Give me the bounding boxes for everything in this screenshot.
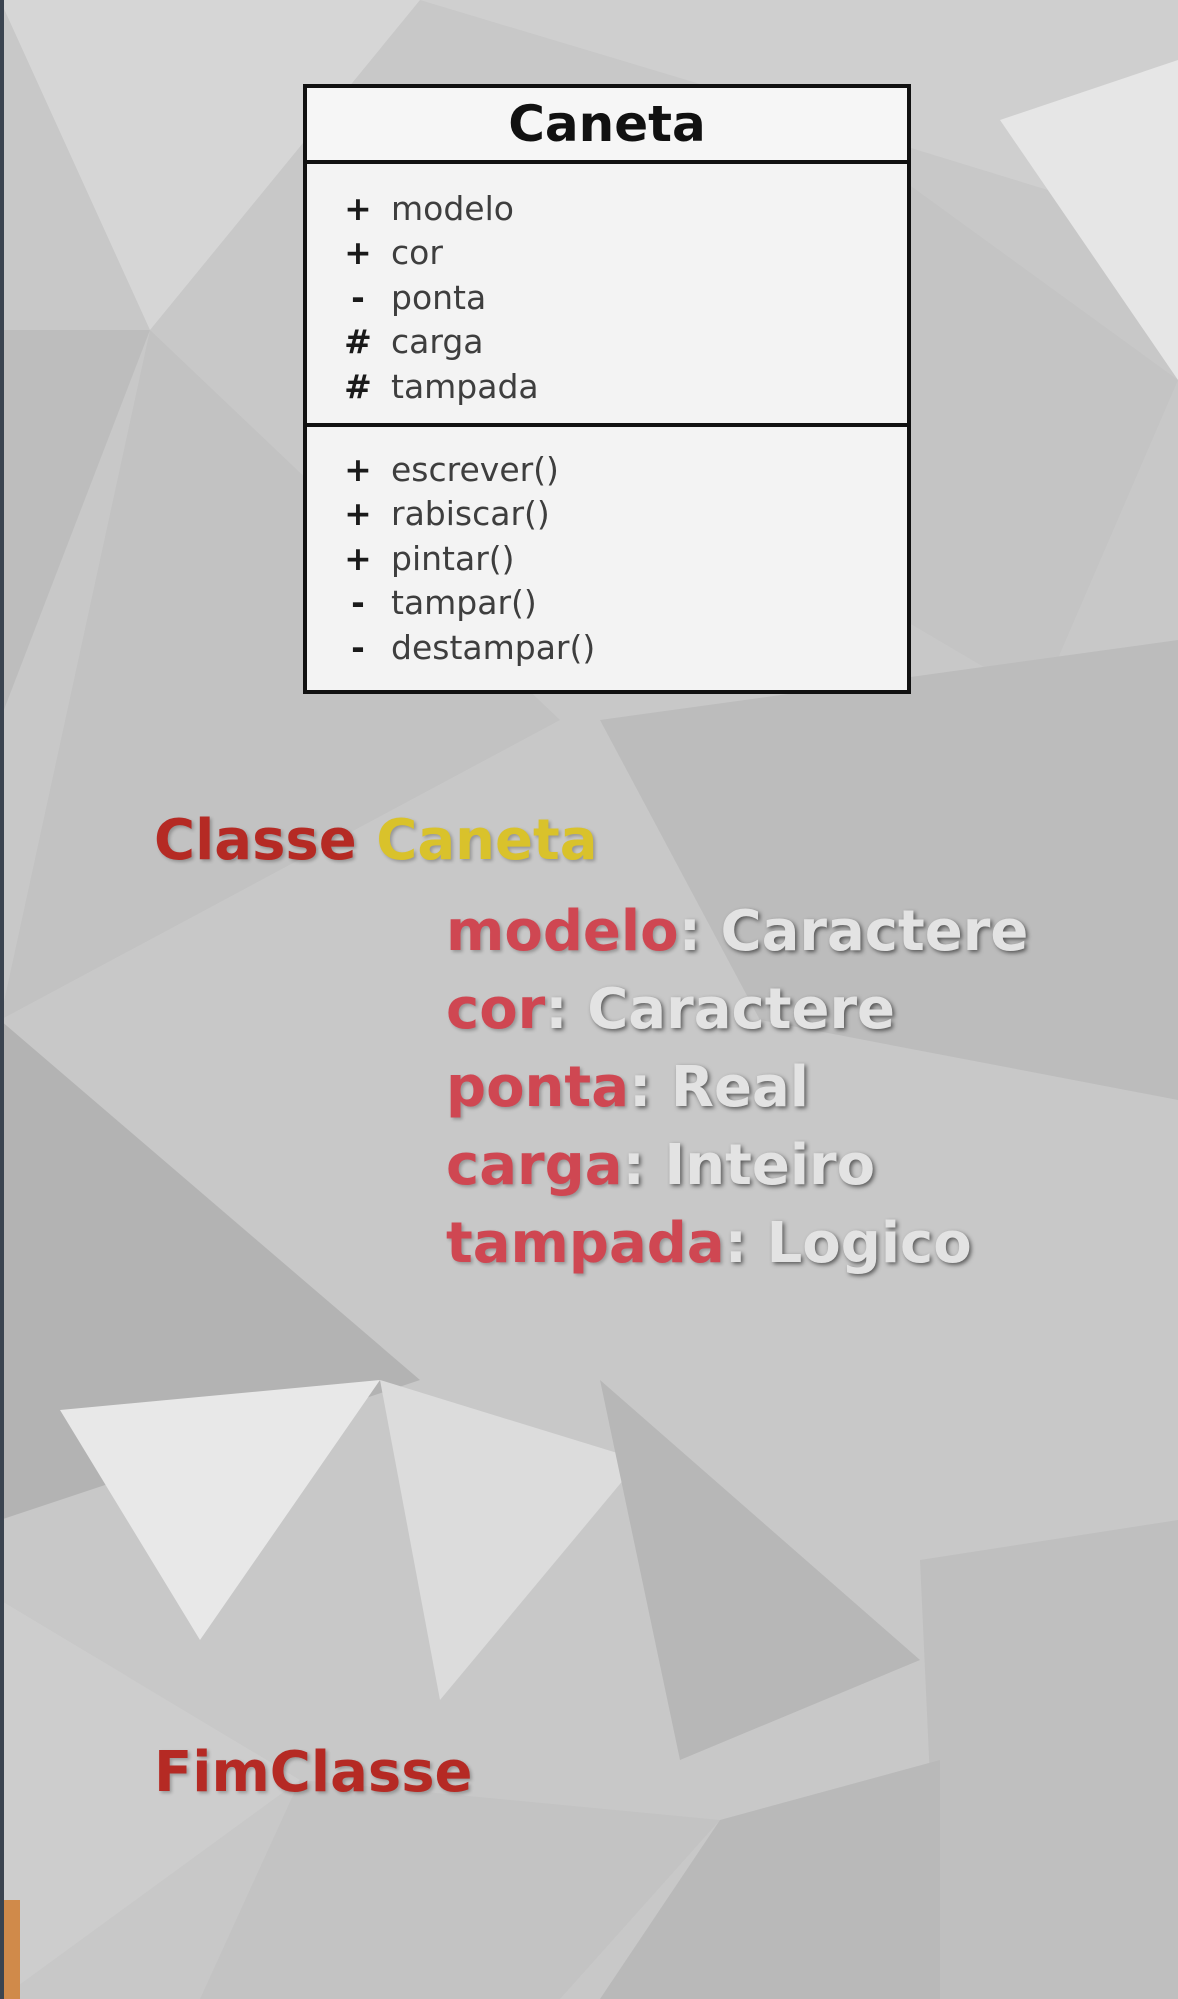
uml-method-row: + escrever() (333, 447, 907, 492)
uml-attribute-row: # carga (333, 320, 907, 365)
field-type: Caractere (720, 898, 1029, 964)
attribute-name: tampada (391, 366, 539, 406)
field-type: Logico (766, 1210, 972, 1276)
field-name: carga (446, 1132, 623, 1198)
field-name: cor (446, 976, 546, 1042)
uml-attribute-row: + cor (333, 231, 907, 276)
method-name: destampar() (391, 627, 596, 667)
uml-attribute-row: # tampada (333, 364, 907, 409)
method-name: pintar() (391, 538, 515, 578)
visibility-symbol: + (344, 538, 372, 578)
method-name: tampar() (391, 583, 537, 623)
left-edge-bar (0, 0, 4, 1999)
uml-method-row: + rabiscar() (333, 492, 907, 537)
field-separator: : (678, 898, 701, 964)
field-declaration: cor: Caractere (446, 970, 1028, 1048)
class-end: FimClasse (154, 1740, 473, 1805)
uml-class-title: Caneta (307, 88, 907, 164)
visibility-symbol: # (344, 366, 372, 406)
field-type: Caractere (587, 976, 896, 1042)
field-separator: : (545, 976, 568, 1042)
visibility-symbol: - (351, 583, 365, 623)
uml-method-row: - tampar() (333, 581, 907, 626)
attribute-name: carga (391, 322, 484, 362)
visibility-symbol: + (344, 233, 372, 273)
class-declaration: Classe Caneta (154, 808, 598, 873)
uml-attribute-row: - ponta (333, 275, 907, 320)
visibility-symbol: # (344, 322, 372, 362)
visibility-symbol: - (351, 277, 365, 317)
field-separator: : (724, 1210, 748, 1276)
method-name: rabiscar() (391, 494, 550, 534)
uml-method-row: + pintar() (333, 536, 907, 581)
visibility-symbol: + (344, 494, 372, 534)
field-name: tampada (446, 1210, 725, 1276)
uml-methods-section: + escrever() + rabiscar() + pintar() - t… (307, 427, 907, 670)
field-declaration: carga: Inteiro (446, 1126, 1028, 1204)
uml-attribute-row: + modelo (333, 186, 907, 231)
method-name: escrever() (391, 449, 559, 489)
uml-attributes-section: + modelo + cor - ponta # carga # tampada (307, 164, 907, 427)
end-keyword: FimClasse (154, 1740, 473, 1805)
field-separator: : (622, 1132, 645, 1198)
field-name: modelo (446, 898, 679, 964)
class-keyword: Classe (154, 808, 357, 873)
field-declaration: tampada: Logico (446, 1204, 1028, 1282)
visibility-symbol: - (351, 627, 365, 667)
attribute-name: modelo (391, 188, 514, 228)
uml-class-box: Caneta + modelo + cor - ponta # carga # … (303, 84, 911, 694)
field-type: Real (670, 1054, 809, 1120)
field-declaration: modelo: Caractere (446, 892, 1028, 970)
field-declaration: ponta: Real (446, 1048, 1028, 1126)
field-separator: : (628, 1054, 652, 1120)
visibility-symbol: + (344, 188, 372, 228)
attribute-name: cor (391, 233, 443, 273)
field-list: modelo: Caractere cor: Caractere ponta: … (446, 892, 1028, 1282)
uml-method-row: - destampar() (333, 625, 907, 670)
visibility-symbol: + (344, 449, 372, 489)
class-name: Caneta (376, 808, 598, 873)
attribute-name: ponta (391, 277, 487, 317)
field-type: Inteiro (664, 1132, 876, 1198)
field-name: ponta (446, 1054, 629, 1120)
